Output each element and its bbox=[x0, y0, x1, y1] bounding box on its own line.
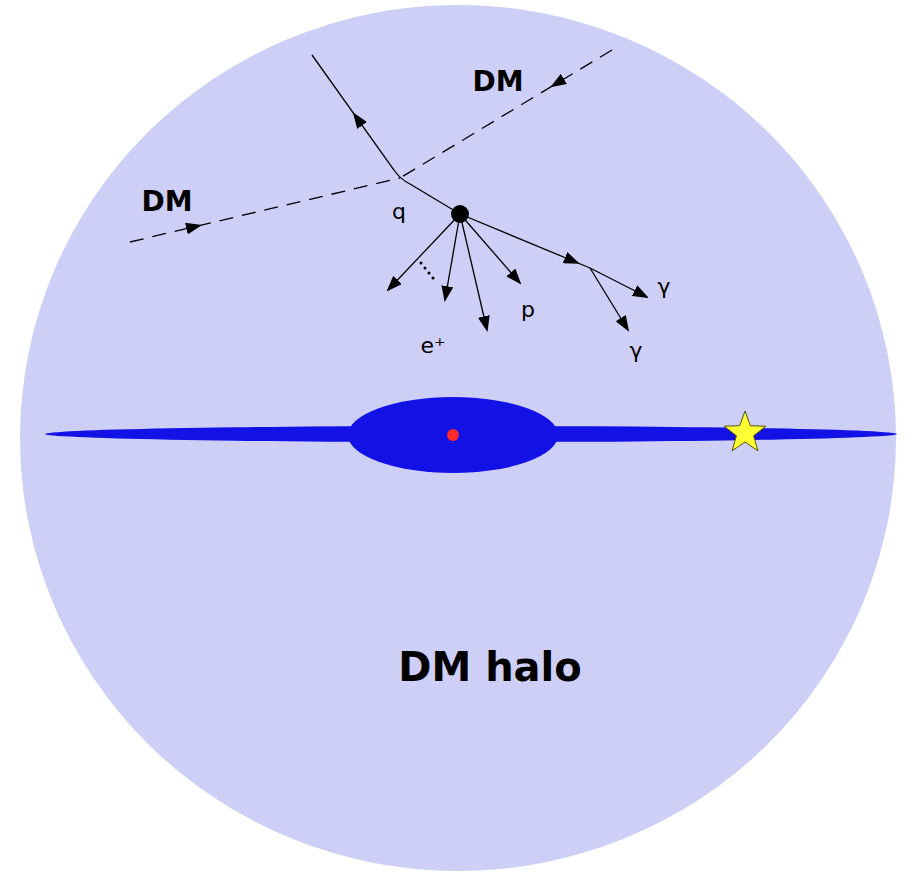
quark-line bbox=[312, 55, 460, 214]
particle-label: γ bbox=[629, 338, 642, 363]
galactic-bulge bbox=[348, 397, 558, 473]
product-arrow bbox=[445, 214, 460, 300]
photon-arrow bbox=[590, 268, 628, 330]
region-title: DM halo bbox=[398, 644, 582, 690]
product-arrow bbox=[460, 214, 487, 330]
galactic-center bbox=[447, 429, 459, 441]
dm-line bbox=[400, 50, 612, 178]
particle-label: e⁺ bbox=[420, 333, 445, 358]
particle-label: DM bbox=[472, 66, 523, 98]
particle-label: q bbox=[392, 199, 406, 224]
pion-line bbox=[460, 214, 590, 268]
quark-arrow bbox=[354, 114, 394, 170]
particle-label: DM bbox=[141, 186, 192, 218]
particle-label: γ bbox=[657, 274, 670, 299]
sun-star bbox=[724, 411, 766, 451]
dm-line bbox=[130, 178, 400, 242]
dm-arrow bbox=[130, 225, 200, 242]
product-arrow bbox=[460, 214, 520, 283]
pion-arrow bbox=[460, 214, 578, 263]
dm-arrow bbox=[552, 50, 612, 86]
particle-label: p bbox=[521, 297, 535, 322]
ellipsis-dots bbox=[420, 262, 435, 280]
